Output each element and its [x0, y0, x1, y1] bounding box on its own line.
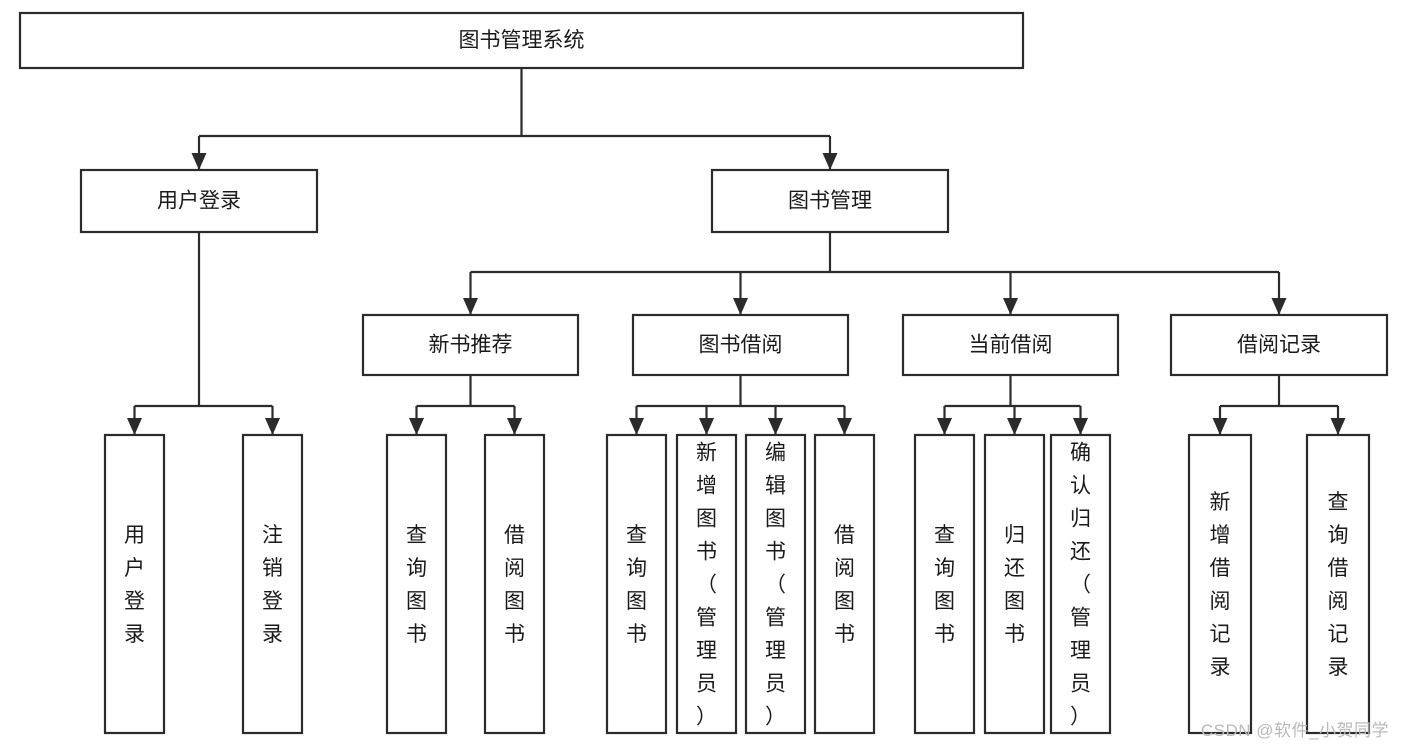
branch-label: 用户登录 [157, 190, 241, 213]
arrow-head-icon [191, 153, 207, 170]
connector-group [463, 232, 1287, 315]
leaf-box[interactable] [913, 433, 976, 735]
leaf-box[interactable] [241, 433, 304, 735]
connector-group [937, 375, 1088, 435]
branch-node[interactable]: 新书推荐 [361, 313, 580, 377]
branch-box[interactable] [710, 168, 950, 234]
arrow-head-icon [768, 418, 783, 435]
arrow-head-icon [937, 418, 952, 435]
leaf-box[interactable] [483, 433, 546, 735]
arrow-head-icon [1007, 418, 1022, 435]
branch-label: 新书推荐 [429, 334, 513, 357]
leaf-node[interactable]: 归还图书 [983, 433, 1046, 735]
root-node[interactable]: 图书管理系统 [18, 11, 1025, 70]
leaf-label: 借阅图书 [504, 524, 525, 646]
arrow-head-icon [1212, 418, 1228, 435]
leaf-node[interactable]: 查询图书 [605, 433, 668, 735]
branch-box[interactable] [361, 313, 580, 377]
arrow-head-icon [127, 418, 142, 435]
branch-box[interactable] [901, 313, 1120, 377]
leaf-label: 新增借阅记录 [1210, 491, 1231, 679]
connector-group [629, 375, 852, 435]
leaf-box[interactable] [103, 433, 166, 735]
branch-box[interactable] [79, 168, 319, 234]
node-layer: 图书管理系统用户登录图书管理新书推荐图书借阅当前借阅借阅记录用户登录注销登录查询… [18, 11, 1389, 735]
leaf-label: 查询图书 [406, 524, 427, 646]
leaf-label: 注销登录 [262, 524, 283, 646]
arrow-head-icon [822, 153, 838, 170]
connector-group [127, 232, 280, 435]
branch-label: 当前借阅 [969, 334, 1053, 357]
leaf-box[interactable] [605, 433, 668, 735]
leaf-node[interactable]: 新增图书（管理员） [675, 433, 738, 735]
leaf-label: 查询图书 [626, 524, 647, 646]
leaf-box[interactable] [813, 433, 876, 735]
branch-node[interactable]: 用户登录 [79, 168, 319, 234]
leaf-node[interactable]: 借阅图书 [813, 433, 876, 735]
leaf-node[interactable]: 新增借阅记录 [1187, 433, 1253, 735]
arrow-head-icon [265, 418, 280, 435]
leaf-box[interactable] [983, 433, 1046, 735]
leaf-box[interactable] [675, 433, 738, 735]
leaf-box[interactable] [744, 433, 807, 735]
arrow-head-icon [1330, 418, 1346, 435]
leaf-label: 确认归还（管理员） [1070, 442, 1091, 729]
leaf-box[interactable] [385, 433, 448, 735]
leaf-node[interactable]: 用户登录 [103, 433, 166, 735]
leaf-label: 编辑图书（管理员） [765, 442, 786, 729]
leaf-node[interactable]: 查询图书 [913, 433, 976, 735]
arrow-head-icon [1003, 298, 1018, 315]
leaf-label: 借阅图书 [834, 524, 855, 646]
leaf-node[interactable]: 编辑图书（管理员） [744, 433, 807, 735]
arrow-head-icon [629, 418, 644, 435]
arrow-head-icon [699, 418, 714, 435]
leaf-box[interactable] [1305, 433, 1371, 735]
connector-group [409, 375, 522, 435]
connector-group [1212, 375, 1346, 435]
branch-node[interactable]: 借阅记录 [1169, 313, 1389, 377]
leaf-label: 归还图书 [1004, 524, 1025, 646]
arrow-head-icon [409, 418, 424, 435]
branch-node[interactable]: 图书管理 [710, 168, 950, 234]
leaf-node[interactable]: 注销登录 [241, 433, 304, 735]
leaf-box[interactable] [1187, 433, 1253, 735]
leaf-node[interactable]: 查询借阅记录 [1305, 433, 1371, 735]
connector-group [191, 68, 838, 170]
branch-label: 图书借阅 [699, 334, 783, 357]
root-box[interactable] [18, 11, 1025, 70]
root-label: 图书管理系统 [459, 29, 585, 52]
leaf-label: 新增图书（管理员） [696, 442, 717, 729]
leaf-box[interactable] [1049, 433, 1112, 735]
leaf-node[interactable]: 确认归还（管理员） [1049, 433, 1112, 735]
branch-node[interactable]: 当前借阅 [901, 313, 1120, 377]
leaf-label: 用户登录 [124, 524, 145, 646]
arrow-head-icon [733, 298, 748, 315]
arrow-head-icon [1271, 298, 1287, 315]
csdn-watermark: CSDN @软件_小贺同学 [1200, 721, 1389, 740]
branch-box[interactable] [631, 313, 850, 377]
leaf-label: 查询借阅记录 [1328, 491, 1349, 679]
arrow-head-icon [1073, 418, 1088, 435]
leaf-node[interactable]: 查询图书 [385, 433, 448, 735]
branch-label: 图书管理 [788, 190, 872, 213]
branch-node[interactable]: 图书借阅 [631, 313, 850, 377]
arrow-head-icon [463, 298, 478, 315]
connector-layer [127, 68, 1346, 435]
leaf-node[interactable]: 借阅图书 [483, 433, 546, 735]
arrow-head-icon [837, 418, 852, 435]
leaf-label: 查询图书 [934, 524, 955, 646]
arrow-head-icon [507, 418, 522, 435]
branch-box[interactable] [1169, 313, 1389, 377]
branch-label: 借阅记录 [1237, 334, 1321, 357]
